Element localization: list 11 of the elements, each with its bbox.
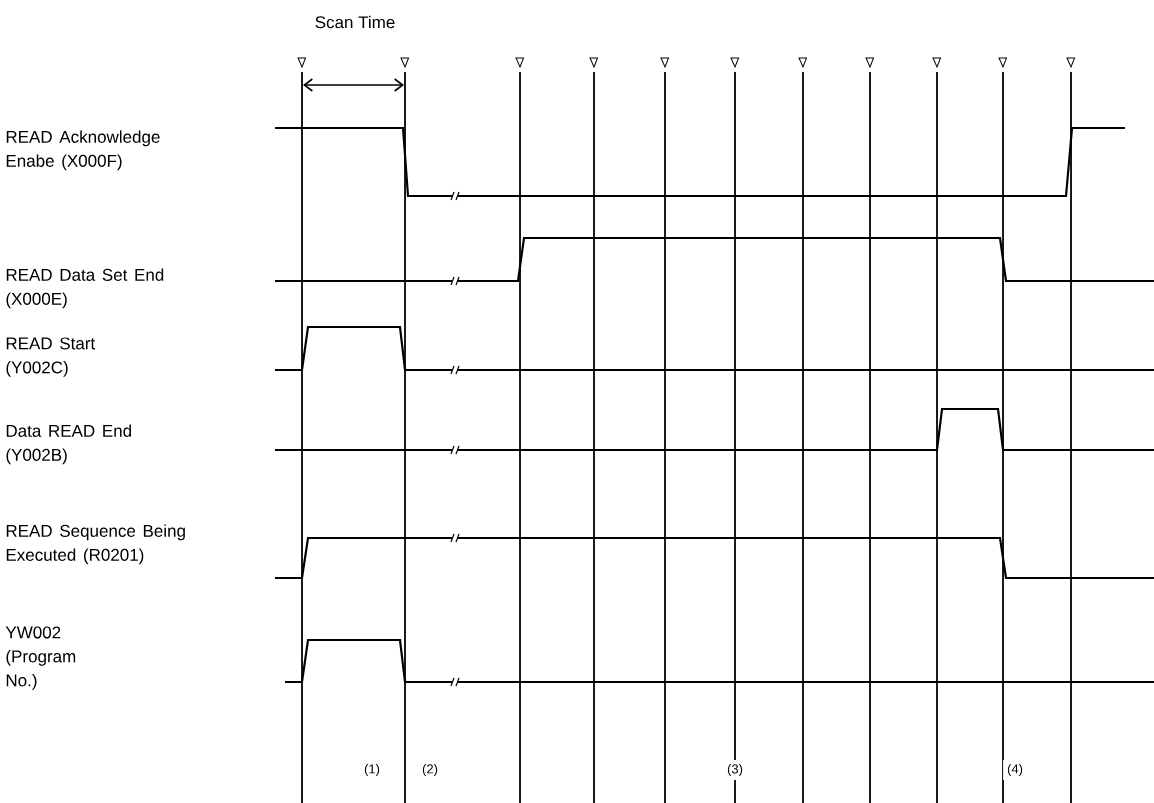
dimension-label: Scan Time — [315, 15, 395, 29]
signal-name: YW002 (Program No.) — [5, 626, 76, 690]
signal-name: READ Start (Y002C) — [6, 337, 96, 377]
phase-number: (1) — [360, 759, 384, 781]
signal-name: Data READ End (Y002B) — [6, 424, 132, 465]
phase-number: (4) — [1003, 759, 1027, 781]
signal-name: READ Sequence Being Executed (R0201) — [6, 524, 185, 565]
phase-number: (3) — [723, 759, 747, 781]
phase-number: (2) — [418, 759, 442, 781]
signal-name: READ Acknowledge Enabe (X000F) — [6, 130, 160, 171]
signal-name: READ Data Set End (X000E) — [6, 268, 164, 309]
